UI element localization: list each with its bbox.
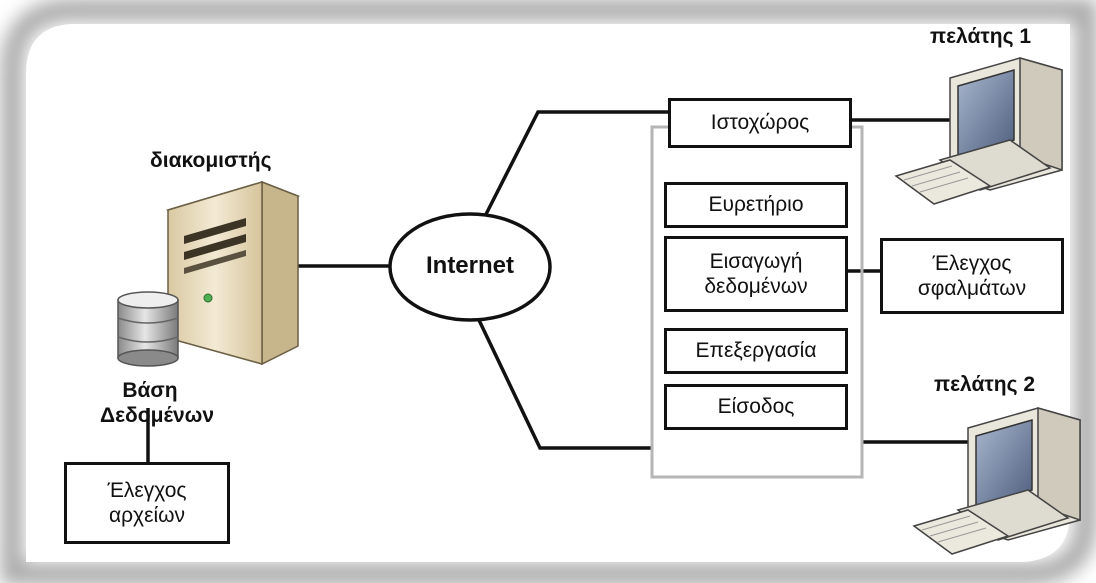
line-internet-website: [476, 110, 668, 231]
login-box: Είσοδος: [664, 384, 848, 430]
desktop-computer-icon: [912, 407, 1081, 555]
processing-box: Επεξεργασία: [664, 328, 848, 374]
database-label-line1: Βάση: [122, 379, 178, 402]
line-internet-panel: [476, 317, 652, 450]
database-cylinder-icon: [117, 291, 179, 367]
website-box: Ιστοχώρος: [668, 98, 852, 148]
database-label-line2: Δεδομένων: [100, 404, 215, 428]
database-label: Βάση Δεδομένων: [100, 378, 215, 428]
index-box: Ευρετήριο: [664, 182, 848, 228]
data-entry-box: Εισαγωγή δεδομένων: [664, 236, 848, 312]
internet-ellipse: [388, 212, 552, 322]
error-check-line2: σφαλμάτων: [917, 277, 1027, 300]
file-check-line2: αρχείων: [108, 504, 186, 527]
data-entry-line1: Εισαγωγή: [709, 249, 803, 273]
client1-label: πελάτης 1: [930, 25, 1032, 48]
data-entry-line2: δεδομένων: [704, 275, 808, 298]
error-check-box: Έλεγχος σφαλμάτων: [880, 238, 1064, 314]
file-check-line1: Έλεγχος: [107, 478, 187, 502]
server-label: διακομιστής: [150, 149, 272, 172]
desktop-computer-icon: [894, 57, 1063, 205]
client2-label: πελάτης 2: [934, 373, 1036, 396]
internet-label: Internet: [425, 252, 514, 279]
server-tower-icon: [165, 180, 301, 366]
error-check-line1: Έλεγχος: [932, 251, 1012, 275]
connection-lines: [146, 110, 968, 462]
file-check-box: Έλεγχος αρχείων: [64, 462, 230, 544]
